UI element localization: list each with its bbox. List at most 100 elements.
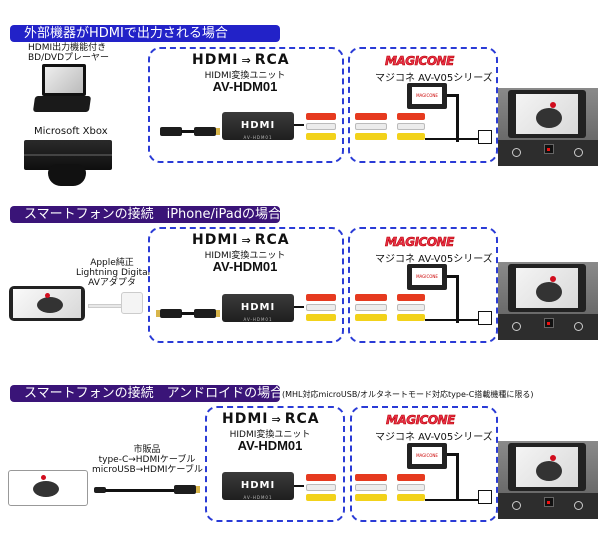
logo-rca-text: RCA	[284, 411, 320, 427]
converter-label: HIDMI変換ユニット	[204, 71, 286, 81]
section-header-android: スマートフォンの接続 アンドロイドの場合	[10, 385, 283, 402]
converter-model: AV-HDM01	[237, 438, 303, 453]
hdmi-rca-logo: HDMI⇒RCA	[192, 232, 290, 248]
magicone-label: マジコネ AV-V05シリーズ	[375, 73, 493, 84]
magicone-wire	[456, 275, 459, 323]
rca-coupler-white	[355, 484, 387, 491]
hdmi-converter-device: HDMI AV-HDM01	[222, 112, 294, 140]
rca-plug-white	[397, 484, 425, 491]
rca-coupler-yellow	[355, 494, 387, 501]
hdmi-plug-icon	[194, 309, 216, 318]
rca-plug-yellow	[397, 494, 425, 501]
converter-label: HIDMI変換ユニット	[204, 251, 286, 261]
rca-coupler-red	[355, 474, 387, 481]
connector-box	[478, 490, 492, 504]
label-line: BD/DVDプレーヤー	[28, 53, 109, 63]
usb-hdmi-cable	[105, 489, 175, 492]
rca-coupler-white	[355, 123, 387, 130]
connector-box	[478, 130, 492, 144]
magicone-logo: MAGICONE	[385, 54, 455, 69]
lightning-cable	[88, 304, 122, 308]
rca-plug-white	[306, 484, 336, 491]
rca-coupler-red	[355, 113, 387, 120]
hdmi-plug-icon	[194, 127, 216, 136]
rca-plug-red	[306, 294, 336, 301]
bd-dvd-player-label: HDMI出力機能付き BD/DVDプレーヤー	[28, 43, 109, 63]
android-phone-icon	[8, 470, 88, 506]
usb-plug-icon	[94, 487, 106, 493]
converter-model: AV-HDM01	[212, 259, 278, 274]
lightning-adapter-label: Apple純正 Lightning Digital AVアダプタ	[76, 258, 151, 288]
android-compatibility-note: (MHL対応microUSB/オルタネートモード対応type-C搭載機種に限る)	[282, 390, 534, 399]
rca-plug-white	[306, 304, 336, 311]
converter-box-1	[148, 47, 344, 163]
rca-coupler-yellow	[355, 133, 387, 140]
logo-hdmi-text: HDMI	[192, 232, 239, 248]
magicone-wire	[456, 94, 459, 142]
rca-cable-out	[294, 306, 304, 308]
usb-hdmi-cable-label: 市販品 type-C→HDMIケーブル microUSB→HDMIケーブル	[92, 445, 203, 475]
magicone-box-1	[348, 47, 498, 163]
label-line: type-C→HDMIケーブル	[98, 455, 196, 465]
hdmi-converter-device: HDMI AV-HDM01	[222, 472, 294, 500]
car-display-icon	[498, 441, 598, 519]
converter-device-model: AV-HDM01	[243, 317, 273, 322]
iphone-icon	[9, 286, 85, 321]
rca-wire	[425, 319, 478, 321]
magicone-box-2	[348, 227, 498, 343]
hdmi-plug-icon	[160, 127, 182, 136]
car-display-icon	[498, 262, 598, 340]
magicone-wire	[447, 94, 459, 97]
converter-device-text: HDMI	[240, 480, 276, 491]
converter-model: AV-HDM01	[212, 79, 278, 94]
rca-plug-yellow	[397, 314, 425, 321]
label-line: 市販品	[133, 445, 161, 455]
xbox-label: Microsoft Xbox	[34, 126, 108, 137]
hdmi-cable	[181, 312, 195, 315]
rca-coupler-yellow	[355, 314, 387, 321]
section-header-hdmi-output: 外部機器がHDMIで出力される場合	[10, 25, 280, 42]
magicone-device: MAGICONE	[407, 83, 447, 109]
rca-plug-yellow	[306, 133, 336, 140]
rca-plug-white	[306, 123, 336, 130]
converter-box-3	[205, 406, 345, 522]
rca-plug-yellow	[397, 133, 425, 140]
hdmi-rca-logo: HDMI⇒RCA	[192, 52, 290, 68]
label-line: Apple純正	[90, 258, 134, 268]
rca-plug-red	[397, 474, 425, 481]
converter-label: HIDMI変換ユニット	[229, 430, 311, 440]
magicone-logo: MAGICONE	[385, 235, 455, 250]
rca-wire	[425, 499, 478, 501]
rca-plug-yellow	[306, 494, 336, 501]
logo-rca-text: RCA	[254, 232, 290, 248]
hdmi-plug-tip	[156, 310, 160, 317]
car-display-icon	[498, 88, 598, 166]
rca-plug-white	[397, 123, 425, 130]
logo-hdmi-text: HDMI	[222, 411, 269, 427]
magicone-logo: MAGICONE	[386, 413, 456, 428]
logo-hdmi-text: HDMI	[192, 52, 239, 68]
hdmi-plug-tip	[216, 310, 220, 317]
rca-plug-white	[397, 304, 425, 311]
hdmi-plug-icon	[174, 485, 196, 494]
magicone-wire	[447, 453, 459, 456]
lightning-av-adapter-icon	[121, 292, 143, 314]
section-header-iphone: スマートフォンの接続 iPhone/iPadの場合	[10, 206, 281, 223]
hdmi-plug-icon	[160, 309, 182, 318]
logo-rca-text: RCA	[254, 52, 290, 68]
label-line: Lightning Digital	[76, 268, 151, 278]
xbox-controller-icon	[48, 164, 86, 186]
rca-plug-red	[306, 113, 336, 120]
connector-box	[478, 311, 492, 325]
label-line: AVアダプタ	[88, 278, 136, 288]
hdmi-plug-tip	[196, 486, 200, 493]
magicone-wire	[456, 453, 459, 501]
magicone-box-3	[350, 406, 498, 522]
rca-plug-red	[397, 113, 425, 120]
converter-device-text: HDMI	[240, 120, 276, 131]
rca-cable-out	[294, 124, 304, 126]
arrow-icon: ⇒	[271, 413, 282, 426]
converter-device-text: HDMI	[240, 302, 276, 313]
magicone-label: マジコネ AV-V05シリーズ	[375, 432, 493, 443]
hdmi-converter-device: HDMI AV-HDM01	[222, 294, 294, 322]
